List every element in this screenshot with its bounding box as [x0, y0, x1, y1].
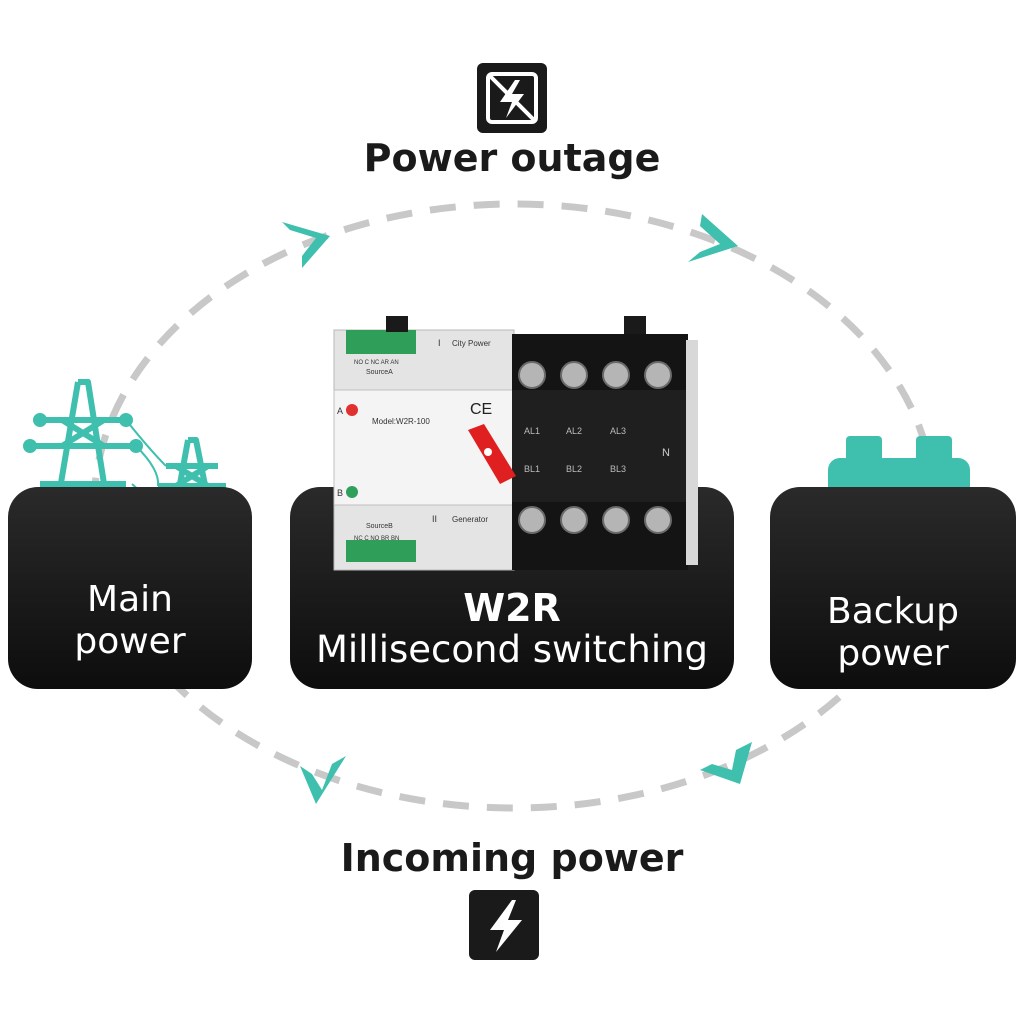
terminal-bl3: BL3 — [610, 464, 626, 474]
device-roman-one: I — [438, 338, 441, 348]
device-roman-two: II — [432, 514, 437, 524]
chevron-top-right — [688, 214, 738, 262]
power-outage-label: Power outage — [363, 136, 661, 180]
switch-model-title: W2R — [463, 586, 561, 630]
device-ce: CE — [470, 401, 492, 418]
device-generator: Generator — [452, 515, 488, 524]
device-indicator-b: B — [337, 488, 343, 498]
incoming-power-label: Incoming power — [340, 836, 684, 880]
device-source-b-terminals: NC C NO BR BN — [354, 536, 399, 542]
power-outage-icon — [477, 63, 547, 133]
lightning-icon — [469, 890, 539, 960]
device-indicator-a: A — [337, 406, 343, 416]
backup-power-line2: power — [837, 633, 949, 674]
main-power-card: Main power — [8, 487, 252, 689]
terminal-al1: AL1 — [524, 426, 540, 436]
backup-power-card: Backup power — [770, 487, 1016, 689]
terminal-al3: AL3 — [610, 426, 626, 436]
terminal-bl2: BL2 — [566, 464, 582, 474]
chevron-bottom-left — [300, 756, 346, 804]
chevron-bottom-right — [700, 742, 752, 784]
device-model: Model:W2R-100 — [372, 417, 430, 426]
device-source-a-terminals: NO C NC AR AN — [354, 360, 399, 366]
switch-subtitle: Millisecond switching — [315, 628, 709, 671]
device-city-power: City Power — [452, 339, 491, 348]
switch-text: W2R Millisecond switching — [290, 587, 734, 671]
main-power-text: Main power — [8, 579, 252, 663]
backup-power-text: Backup power — [770, 591, 1016, 675]
device-neutral: N — [662, 447, 670, 459]
backup-power-line1: Backup — [827, 591, 959, 632]
device-source-a: SourceA — [366, 369, 393, 376]
chevron-top-left — [282, 222, 330, 268]
main-power-line1: Main — [87, 579, 173, 620]
terminal-al2: AL2 — [566, 426, 582, 436]
terminal-bl1: BL1 — [524, 464, 540, 474]
main-power-line2: power — [74, 621, 186, 662]
device-source-b: SourceB — [366, 523, 393, 530]
